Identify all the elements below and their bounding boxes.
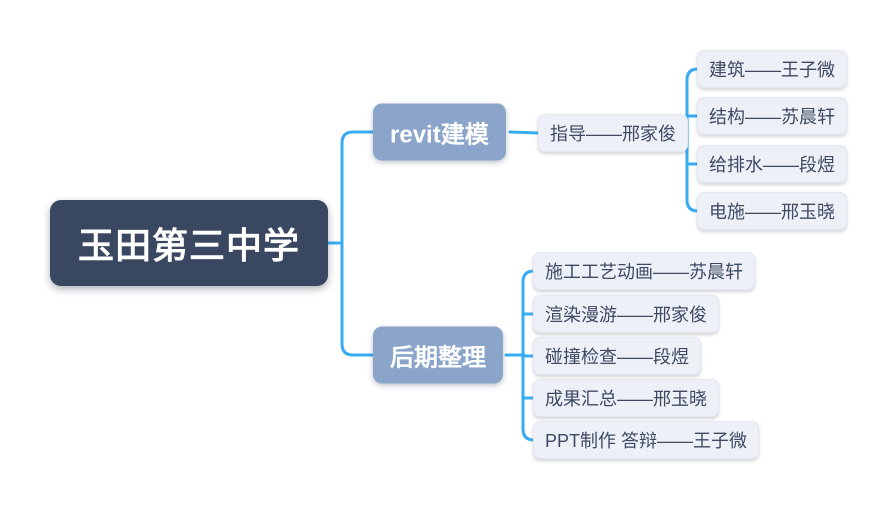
connector-root-bracket: [340, 130, 376, 357]
branch-node-post-processing[interactable]: 后期整理: [373, 326, 503, 384]
guide-node[interactable]: 指导——邢家俊: [538, 114, 688, 152]
leaf-node-results-summary[interactable]: 成果汇总——邢玉晓: [533, 379, 719, 417]
connector-branchtop-guide: [508, 130, 540, 135]
leaf-node-structure[interactable]: 结构——苏晨轩: [697, 97, 847, 135]
root-node[interactable]: 玉田第三中学: [50, 200, 329, 286]
leaf-node-architecture[interactable]: 建筑——王子微: [697, 50, 847, 88]
leaf-node-ppt-defense[interactable]: PPT制作 答辩——王子微: [533, 421, 760, 459]
leaf-node-clash-detection[interactable]: 碰撞检查——段煜: [533, 337, 701, 375]
leaf-node-render-walkthrough[interactable]: 渲染漫游——邢家俊: [533, 295, 719, 333]
leaf-node-electrical[interactable]: 电施——邢玉晓: [697, 192, 847, 230]
connector-top-bracket: [685, 67, 700, 213]
branch-node-revit-modeling[interactable]: revit建模: [373, 103, 506, 161]
leaf-node-construction-animation[interactable]: 施工工艺动画——苏晨轩: [533, 252, 755, 290]
leaf-node-plumbing[interactable]: 给排水——段煜: [697, 145, 847, 183]
